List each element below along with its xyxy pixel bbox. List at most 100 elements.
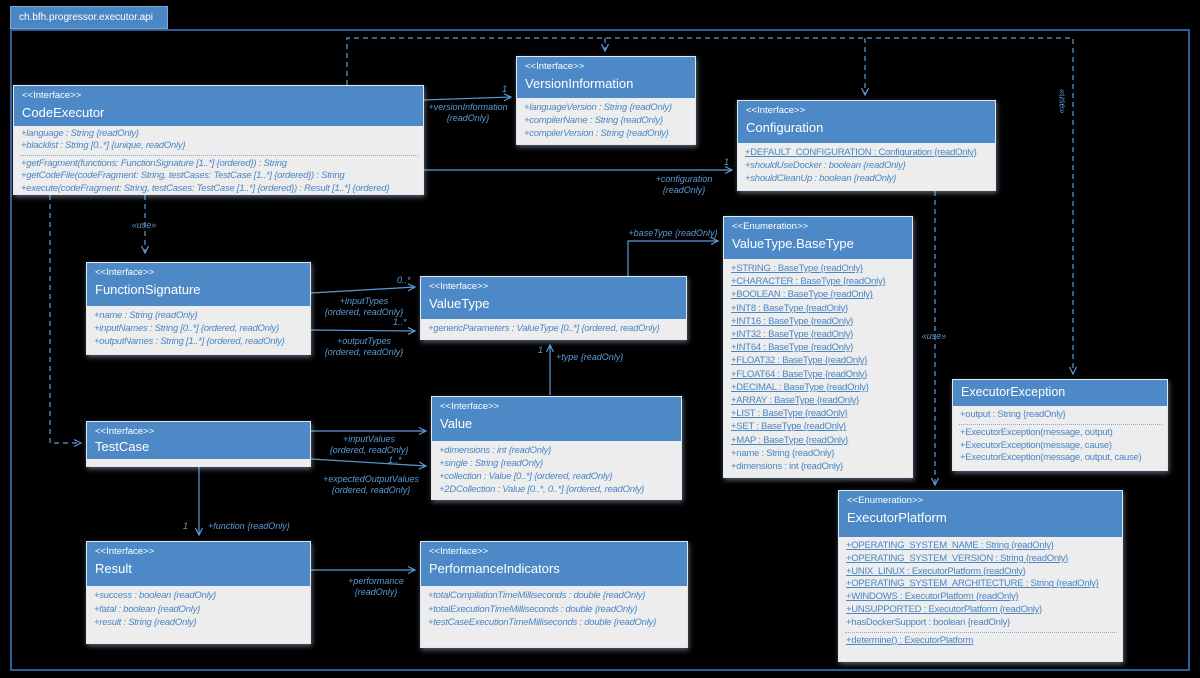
member-line: +ExecutorException(message, output, caus…: [960, 452, 1142, 464]
class-value: <<Interface>> Value +dimensions : int {r…: [431, 396, 682, 500]
edge-label-line: +inputTypes: [339, 296, 389, 306]
stereotype-label: <<Interface>>: [95, 426, 155, 437]
member-line: +single : String {readOnly}: [439, 458, 543, 469]
member-line: +totalCompilationTimeMilliseconds : doub…: [428, 590, 646, 601]
member-line: +INT32 : BaseType {readOnly}: [731, 329, 854, 341]
edge-basetype: [627, 241, 718, 276]
class-executorexception: ExecutorException +output : String {read…: [952, 379, 1168, 471]
member-line: +genericParameters : ValueType [0..*] {o…: [428, 323, 660, 334]
edge-label-versioninformation: +versionInformation {readOnly}: [424, 102, 512, 123]
class-codeexecutor: <<Interface>> CodeExecutor +language : S…: [13, 85, 424, 195]
member-line: +ARRAY : BaseType {readOnly}: [731, 395, 860, 407]
class-name: ExecutorPlatform: [847, 510, 947, 525]
edge-label-line: «use»: [131, 220, 157, 230]
member-line: +blacklist : String [0..*] {unique, read…: [21, 140, 186, 152]
class-performanceindicators: <<Interface>> PerformanceIndicators +tot…: [420, 541, 688, 648]
section-divider: [20, 154, 418, 156]
edge-label-line: +expectedOutputValues: [323, 474, 419, 484]
edge-use-testcase: [49, 195, 81, 443]
edge-label-type: +type {readOnly}: [556, 352, 636, 363]
edge-label-use-executorplatform: «use»: [912, 331, 956, 342]
class-functionsignature: <<Interface>> FunctionSignature +name : …: [86, 262, 311, 355]
edge-label-basetype: +baseType {readOnly}: [626, 228, 720, 239]
edge-label-performance: +performance {readOnly}: [332, 576, 420, 597]
member-line: +LIST : BaseType {readOnly}: [731, 408, 848, 420]
class-valuetype-basetype: <<Enumeration>> ValueType.BaseType +STRI…: [723, 216, 913, 478]
member-line: +SET : BaseType {readOnly}: [731, 421, 847, 433]
class-name: FunctionSignature: [95, 282, 201, 297]
stereotype-label: <<Interface>>: [746, 105, 806, 116]
member-line: +success : boolean {readOnly}: [94, 590, 216, 601]
stereotype-label: <<Interface>>: [440, 401, 500, 412]
member-line: +shouldUseDocker : boolean {readOnly}: [745, 160, 906, 171]
stereotype-label: <<Enumeration>>: [732, 221, 809, 232]
edge-label-line: +versionInformation: [428, 102, 508, 112]
edge-multiplicity: 1: [183, 521, 189, 531]
member-line: +DEFAULT_CONFIGURATION : Configuration {…: [745, 147, 977, 158]
member-line: +execute(codeFragment: String, testCases…: [21, 182, 390, 194]
section-divider: [845, 631, 1117, 633]
edge-expectedoutputvalues: [310, 458, 426, 466]
class-testcase: <<Interface>> TestCase: [86, 421, 311, 467]
member-line: +UNSUPPORTED : ExecutorPlatform {readOnl…: [846, 603, 1043, 615]
member-line: +CHARACTER : BaseType {readOnly}: [731, 276, 886, 288]
edge-label-use-executorexception: «use»: [1057, 85, 1068, 117]
edge-multiplicity: 1: [724, 157, 730, 167]
section-divider: [959, 423, 1162, 425]
edge-multiplicity: 1..*: [393, 317, 407, 327]
member-line: +FLOAT64 : BaseType {readOnly}: [731, 368, 868, 380]
edge-label-configuration: +configuration {readOnly}: [634, 174, 734, 195]
class-name: PerformanceIndicators: [429, 561, 560, 576]
member-line: +getCodeFile(codeFragment: String, testC…: [21, 170, 345, 182]
edge-label-inputvalues: +inputValues {ordered, readOnly}: [318, 434, 420, 455]
member-line: +name : String {readOnly}: [94, 310, 198, 321]
edge-label-line: +baseType {readOnly}: [628, 228, 718, 238]
class-result: <<Interface>> Result +success : boolean …: [86, 541, 311, 644]
stereotype-label: <<Interface>>: [525, 61, 585, 72]
member-line: +OPERATING_SYSTEM_NAME : String {readOnl…: [846, 540, 1054, 551]
edge-label-line: +function {readOnly}: [208, 521, 290, 531]
member-line: +language : String {readOnly}: [21, 128, 139, 139]
edge-label-expectedoutputvalues: +expectedOutputValues {ordered, readOnly…: [308, 474, 434, 495]
class-name: TestCase: [95, 439, 150, 454]
member-line: +dimensions : int {readOnly}: [439, 445, 552, 456]
edge-use-rail: [346, 37, 1073, 374]
member-line: +dimensions : int {readOnly}: [731, 461, 844, 473]
member-line: +DECIMAL : BaseType {readOnly}: [731, 381, 869, 393]
member-line: +hasDockerSupport : boolean {readOnly}: [846, 616, 1010, 628]
class-name: CodeExecutor: [22, 105, 105, 120]
edge-label-line: «use»: [921, 331, 947, 341]
class-name: Result: [95, 561, 132, 576]
edge-label-line: {readOnly}: [662, 184, 706, 195]
member-line: +UNIX_LINUX : ExecutorPlatform {readOnly…: [846, 565, 1026, 577]
member-line: +OPERATING_SYSTEM_VERSION : String {read…: [846, 552, 1069, 564]
stereotype-label: <<Interface>>: [95, 546, 155, 557]
class-name: ValueType: [429, 296, 490, 311]
edge-label-line: +performance: [348, 576, 404, 586]
member-line: +compilerVersion : String {readOnly}: [524, 128, 669, 139]
edge-label-line: «use»: [1057, 88, 1068, 114]
member-line: +ExecutorException(message, cause): [960, 439, 1112, 451]
class-valuetype: <<Interface>> ValueType +genericParamete…: [420, 276, 687, 340]
class-name: ExecutorException: [961, 385, 1066, 399]
member-line: +BOOLEAN : BaseType {readOnly}: [731, 289, 873, 301]
edge-inputtypes: [310, 287, 415, 294]
member-line: +determine() : ExecutorPlatform: [846, 634, 974, 646]
member-line: +STRING : BaseType {readOnly}: [731, 263, 863, 274]
edge-multiplicity: 1..*: [388, 455, 402, 465]
member-line: +compilerName : String {readOnly}: [524, 115, 663, 126]
member-line: +INT16 : BaseType {readOnly}: [731, 315, 854, 327]
member-line: +2DCollection : Value [0..*, 0..*] {orde…: [439, 484, 645, 495]
class-name: Value: [440, 416, 473, 431]
edge-label-outputtypes: +outputTypes {ordered, readOnly}: [316, 336, 412, 357]
edge-label-line: {readOnly}: [446, 112, 490, 123]
member-line: +INT8 : BaseType {readOnly}: [731, 302, 849, 314]
class-configuration: <<Interface>> Configuration +DEFAULT_CON…: [737, 100, 996, 191]
edge-versioninformation: [423, 97, 511, 100]
edge-label-use-functionsignature: «use»: [116, 220, 172, 231]
edge-label-line: {ordered, readOnly}: [324, 306, 404, 317]
edge-outputtypes: [310, 330, 415, 331]
member-line: +output : String {readOnly}: [960, 409, 1066, 420]
member-line: +totalExecutionTimeMilliseconds : double…: [428, 603, 638, 615]
